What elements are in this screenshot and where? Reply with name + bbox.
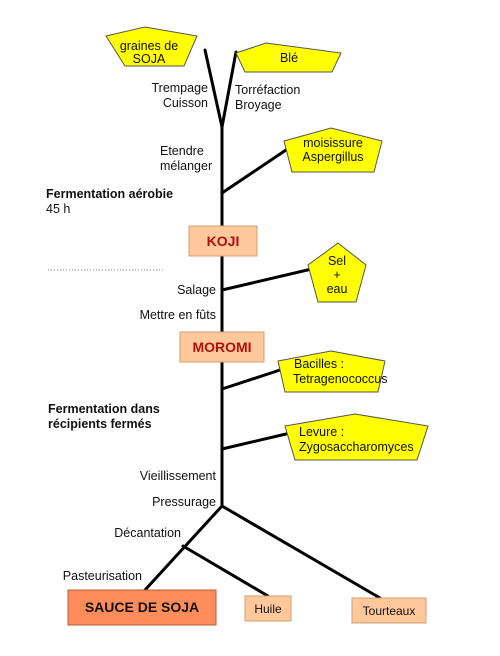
vieillissement-label: Vieillissement	[140, 469, 217, 483]
koji-box	[188, 225, 258, 257]
moromi-box	[179, 331, 265, 363]
pasteurisation-label: Pasteurisation	[63, 569, 142, 583]
moisissure-label-2: Aspergillus	[302, 150, 363, 164]
sel-shape	[307, 242, 367, 303]
process-lines	[143, 48, 382, 600]
moromi-label: MOROMI	[192, 339, 251, 355]
levure-label-2: Zygosaccharomyces	[299, 440, 414, 454]
salage-label: Salage	[177, 283, 216, 297]
koji-label: KOJI	[207, 233, 240, 249]
tourteaux-box	[351, 597, 427, 624]
decantation-label: Décantation	[114, 526, 181, 540]
trempage-label: Trempage	[151, 81, 208, 95]
levure-shape	[284, 413, 429, 461]
input-bacilles: Bacilles : Tetragenococcus	[277, 350, 388, 393]
note-recipients-2: récipients fermés	[48, 417, 152, 431]
input-levure: Levure : Zygosaccharomyces	[284, 413, 429, 461]
input-sel: Sel + eau	[307, 242, 367, 303]
product-koji: KOJI	[188, 225, 258, 257]
sel-label-1: Sel	[328, 254, 346, 268]
bacilles-branch	[220, 368, 282, 391]
sel-label-2: +	[333, 268, 340, 282]
levure-branch	[220, 432, 288, 451]
cuisson-label: Cuisson	[163, 96, 208, 110]
sauce-label: SAUCE DE SOJA	[85, 599, 199, 615]
moisissure-shape	[283, 127, 383, 173]
note-aerobie-duration: 45 h	[46, 202, 70, 216]
tourteaux-branch	[220, 504, 382, 600]
input-ble: Blé	[235, 42, 342, 73]
levure-label-1: Levure :	[299, 425, 344, 439]
broyage-label: Broyage	[235, 98, 282, 112]
note-recipients-1: Fermentation dans	[48, 402, 160, 416]
moisissure-branch	[220, 148, 288, 195]
input-soja: graines de SOJA	[105, 26, 198, 67]
product-sauce: SAUCE DE SOJA	[67, 589, 217, 626]
ble-label: Blé	[280, 51, 298, 65]
pressurage-label: Pressurage	[152, 495, 216, 509]
product-moromi: MOROMI	[179, 331, 265, 363]
tourteaux-label: Tourteaux	[363, 604, 416, 618]
soja-label-1: graines de	[120, 39, 178, 53]
product-tourteaux: Tourteaux	[351, 597, 427, 624]
step-labels: Trempage Cuisson Torréfaction Broyage Et…	[63, 81, 301, 583]
soja-shape	[105, 26, 198, 67]
huile-box	[244, 595, 292, 622]
product-huile: Huile	[244, 595, 292, 622]
futs-label: Mettre en fûts	[140, 308, 216, 322]
huile-branch-a	[181, 544, 270, 598]
melanger-label: mélanger	[160, 159, 212, 173]
huile-label: Huile	[254, 602, 282, 616]
sel-label-3: eau	[327, 282, 348, 296]
ble-shape	[235, 42, 342, 73]
side-notes: Fermentation aérobie 45 h Fermentation d…	[46, 187, 173, 431]
soja-label-2: SOJA	[133, 52, 166, 66]
input-moisissure: moisissure Aspergillus	[283, 127, 383, 173]
bacilles-label-2: Tetragenococcus	[293, 372, 388, 386]
sel-branch	[220, 266, 318, 292]
sauce-box	[67, 589, 217, 626]
soja-branch	[203, 48, 224, 129]
bacilles-label-1: Bacilles :	[294, 357, 344, 371]
note-aerobie-title: Fermentation aérobie	[46, 187, 173, 201]
ble-branch	[220, 50, 238, 129]
etendre-label: Etendre	[160, 144, 204, 158]
torrefaction-label: Torréfaction	[235, 83, 300, 97]
bacilles-shape	[277, 350, 386, 393]
moisissure-label-1: moisissure	[303, 136, 363, 150]
